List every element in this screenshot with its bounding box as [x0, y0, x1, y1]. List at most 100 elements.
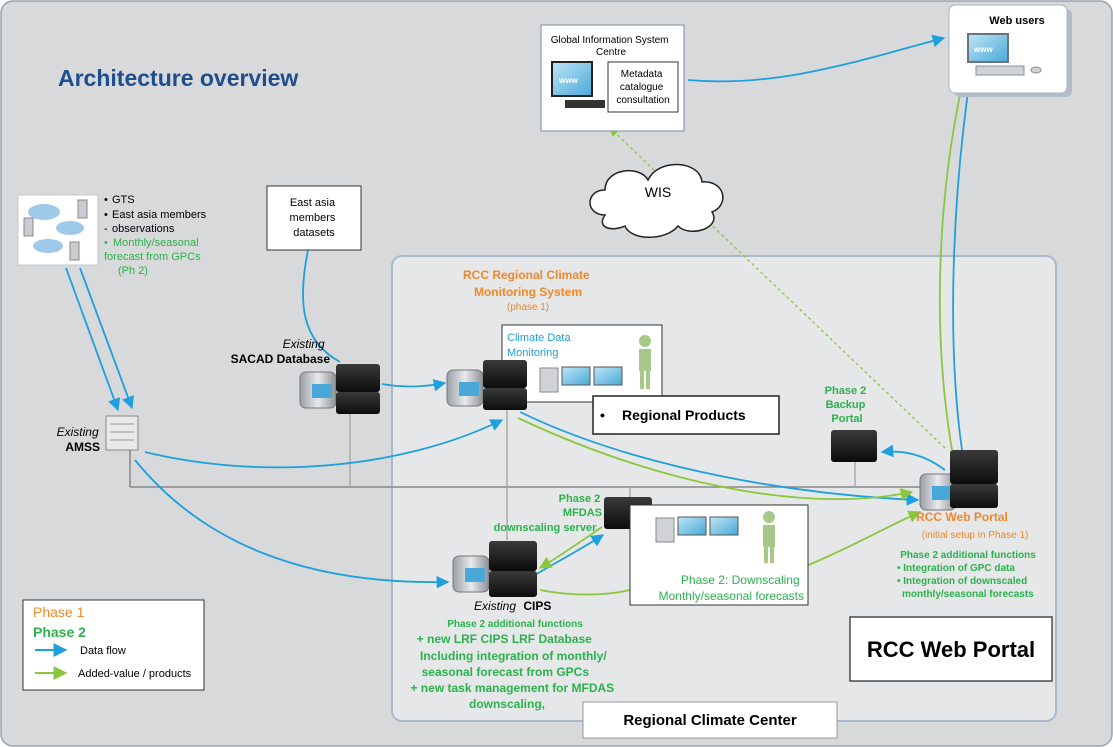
datasets-text: East asia members datasets	[290, 197, 339, 239]
mfdas-node: Phase 2 MFDAS downscaling server	[494, 493, 652, 534]
gisc-box: Global Information System Centre www Met…	[540, 24, 685, 132]
server-icon	[489, 571, 537, 597]
user-icon	[639, 335, 651, 347]
flow-cips-mfdas	[534, 534, 605, 576]
web-portal-functions-title: Phase 2 additional functions	[900, 550, 1036, 561]
amss-label: Existing AMSS	[57, 425, 102, 454]
sacad-label: Existing SACAD Database	[231, 337, 331, 366]
datasets-frame	[266, 185, 362, 251]
flow-datasets-sacad	[302, 249, 341, 363]
server-icon	[950, 484, 998, 508]
monitor-icon	[551, 61, 593, 97]
cips-functions: + new LRF CIPS LRF Database Including in…	[410, 632, 617, 711]
folder-icon	[459, 382, 479, 396]
cdm-text: Climate Data Monitoring	[507, 332, 574, 359]
user-icon-body	[639, 349, 651, 371]
server-icon	[336, 364, 380, 392]
www-label: www	[558, 76, 578, 85]
monitor-icon	[709, 516, 739, 536]
legend-added-value: Added-value / products	[78, 668, 192, 680]
cips-functions-title: Phase 2 additional functions	[447, 619, 583, 630]
workstation-icon	[655, 517, 675, 543]
flow-cips-downscaling-green	[539, 589, 631, 596]
backup-node: Phase 2 Backup Portal	[825, 385, 877, 462]
web-portal-name: RCC Web Portal	[916, 510, 1008, 524]
sources-group: • GTS • East asia members - observations…	[17, 194, 209, 277]
monitor-icon	[967, 33, 1009, 63]
sources-list: • GTS • East asia members - observations	[104, 194, 209, 235]
cips-label: Existing CIPS	[474, 599, 551, 613]
bullet: •	[600, 407, 605, 423]
rcms-phase: (phase 1)	[507, 302, 549, 313]
sources-green-item: • Monthly/seasonal forecast from GPCs (P…	[104, 237, 204, 277]
user-icon-leg	[640, 371, 644, 389]
legend-frame	[22, 599, 205, 691]
big-portal-label-box: RCC Web Portal	[849, 616, 1053, 682]
cloud-icon	[28, 204, 60, 220]
rcc-label: Regional Climate Center	[623, 712, 797, 729]
server-icon	[77, 199, 88, 219]
folder-icon	[932, 486, 952, 500]
gisc-title: Global Information System Centre	[551, 35, 672, 58]
flow-mfdas-cips-green	[538, 526, 603, 569]
flow-portal-backup	[880, 444, 946, 471]
workstation-icon	[539, 367, 559, 393]
flow-sources-amss-1	[65, 267, 121, 412]
big-portal-frame	[849, 616, 1053, 682]
monitor-icon	[677, 516, 707, 536]
flow-rcms-portal	[519, 411, 920, 506]
server-icon	[69, 241, 80, 261]
regional-products-label: Regional Products	[622, 407, 746, 423]
server-icon	[483, 388, 527, 410]
legend-phase1: Phase 1	[33, 604, 85, 620]
web-portal-node: RCC Web Portal (initial setup in Phase 1…	[897, 450, 1036, 600]
cdm-box: Climate Data Monitoring	[501, 324, 663, 403]
www-label: www	[973, 45, 993, 54]
flow-amss-cips	[134, 459, 450, 589]
cloud-icon	[56, 221, 84, 235]
cloud-icon	[33, 239, 63, 253]
server-icon	[831, 430, 877, 462]
downscaling-text: Phase 2: Downscaling Monthly/seasonal fo…	[659, 573, 804, 603]
monitor-icon	[561, 366, 591, 386]
keyboard-icon	[565, 100, 605, 108]
flow-portal-webusers	[952, 76, 975, 451]
web-portal-note: (initial setup in Phase 1)	[922, 530, 1029, 541]
regional-products-frame	[592, 395, 780, 435]
mouse-icon	[1030, 66, 1042, 74]
legend-data-flow: Data flow	[80, 645, 126, 657]
wis-label: WIS	[645, 184, 671, 200]
server-icon	[23, 217, 34, 237]
server-icon	[950, 450, 998, 484]
sacad-node: Existing SACAD Database	[231, 337, 380, 414]
amss-node: Existing AMSS	[57, 415, 139, 454]
user-icon	[763, 511, 775, 523]
diagram-title: Architecture overview	[58, 65, 298, 91]
wis-cloud: WIS	[589, 163, 724, 238]
server-icon	[483, 360, 527, 388]
flow-rcms-portal-green	[517, 417, 914, 501]
cdm-frame	[501, 324, 663, 403]
rcms-title: RCC Regional Climate Monitoring System	[463, 268, 593, 299]
monitor-icon	[593, 366, 623, 386]
flow-amss-rcms	[144, 419, 504, 469]
cloud-icon	[589, 163, 724, 238]
user-icon-body	[763, 525, 775, 547]
server-icon	[489, 541, 537, 571]
server-icon	[105, 415, 139, 451]
flow-gisc-webusers	[687, 34, 946, 83]
regional-products-box: • Regional Products	[592, 395, 780, 435]
user-icon-leg	[646, 371, 650, 389]
rcc-label-box: Regional Climate Center	[582, 701, 838, 739]
connections	[65, 34, 975, 596]
backup-label: Phase 2 Backup Portal	[825, 385, 870, 425]
big-portal-label: RCC Web Portal	[867, 637, 1035, 662]
flow-sacad-rcms	[381, 379, 447, 392]
legend-phase2: Phase 2	[33, 624, 86, 640]
legend: Phase 1 Phase 2 Data flow Added-value / …	[22, 599, 205, 691]
user-icon-leg	[764, 547, 768, 563]
catalogue-frame	[607, 61, 679, 113]
folder-icon	[465, 568, 485, 582]
